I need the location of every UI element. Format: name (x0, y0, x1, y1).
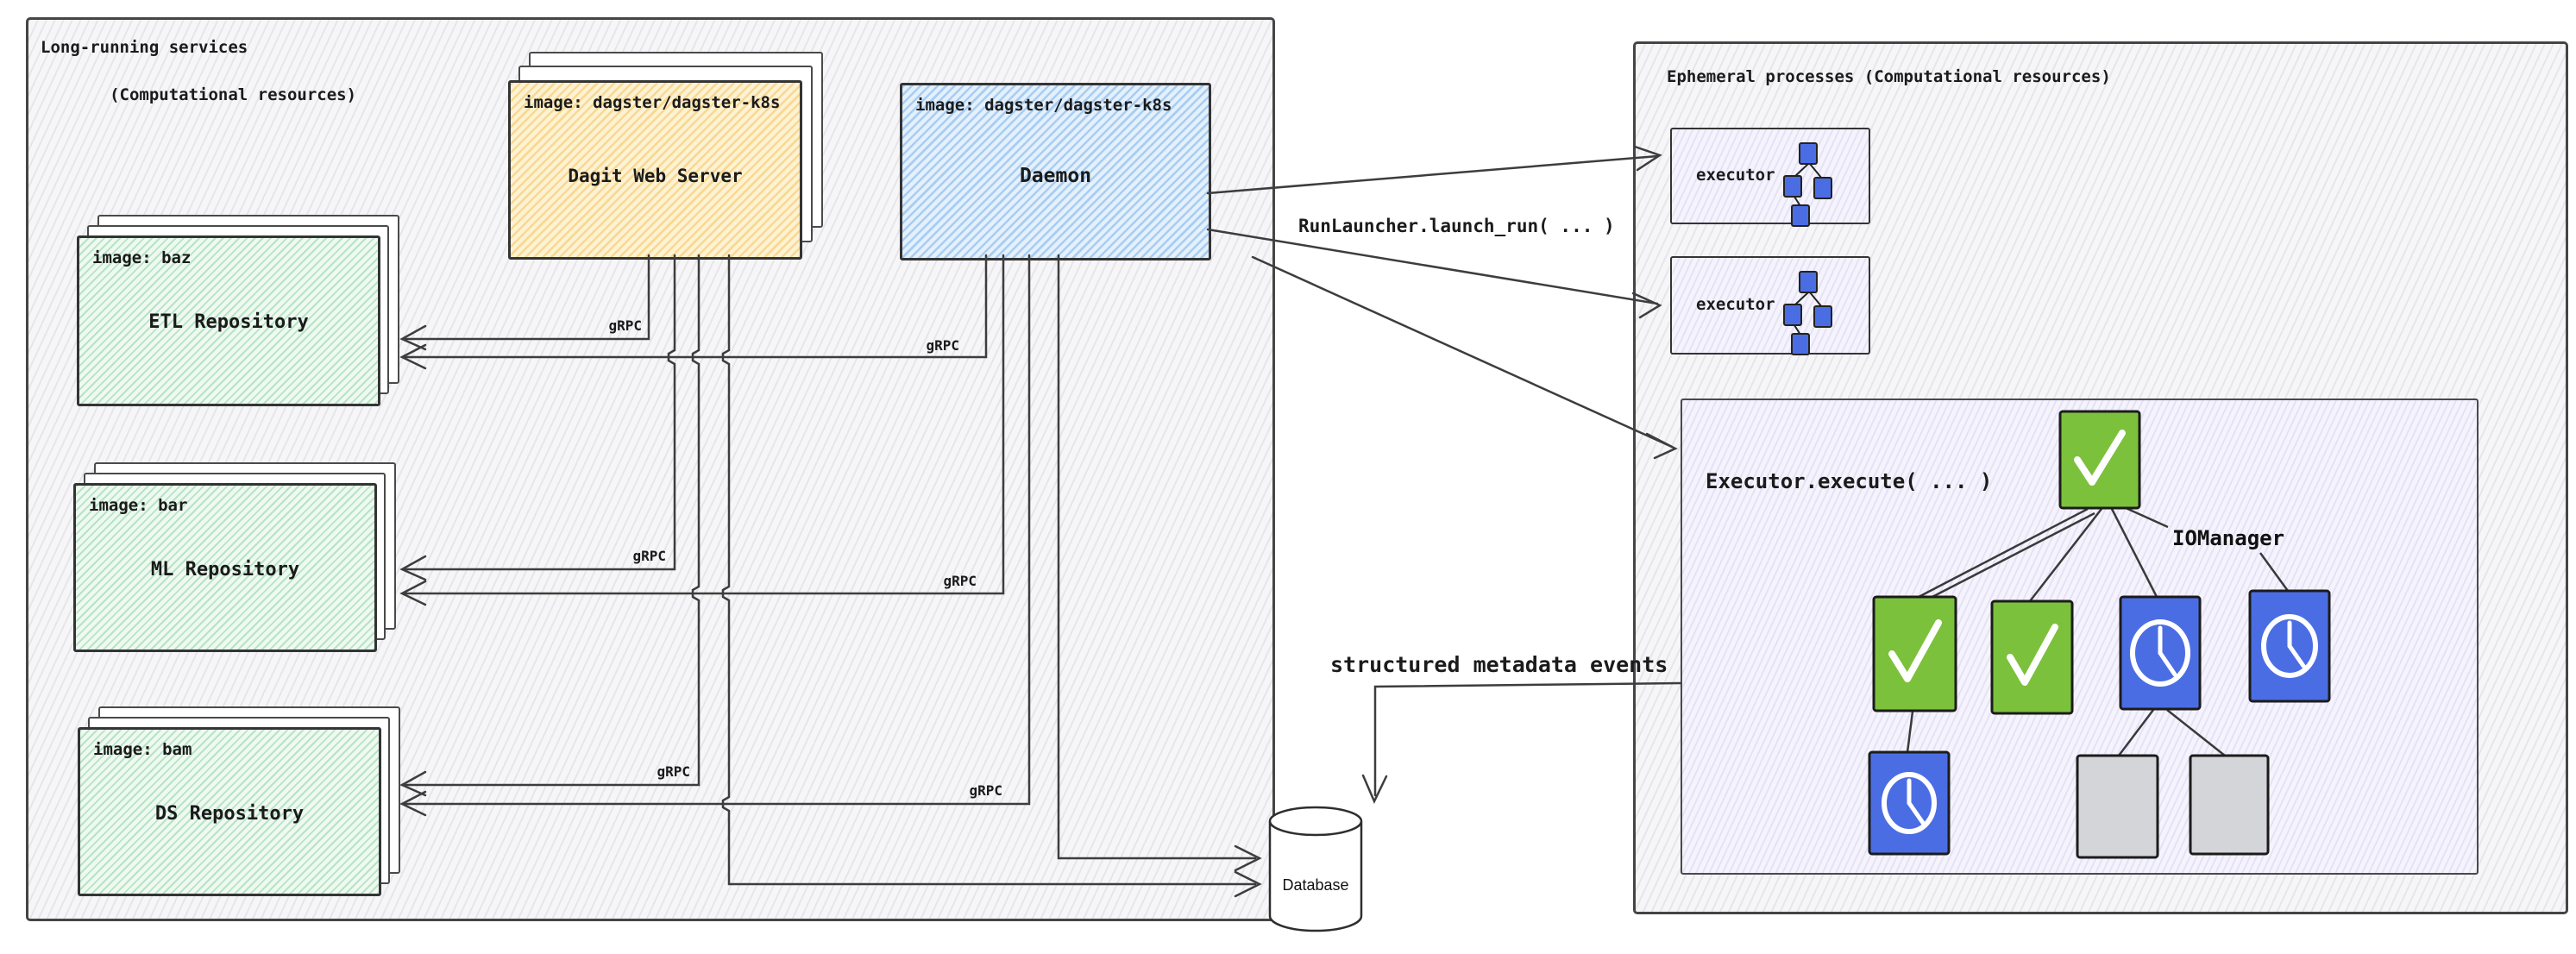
database-top (1268, 806, 1363, 837)
executor-2-label: executor (1696, 295, 1775, 314)
arrow-daemon-executor1 (1206, 154, 1659, 195)
etl-image-header: image: baz (92, 248, 192, 267)
arrow-daemon-executor2 (1206, 228, 1659, 305)
ds-repository-box: image: bam DS Repository (78, 727, 381, 896)
daemon-executor-arrows (1206, 145, 1678, 460)
database-label: Database (1282, 876, 1348, 894)
ml-image-header: image: bar (89, 496, 188, 515)
left-panel-title-line2: (Computational resources) (110, 85, 357, 105)
ds-image-header: image: bam (93, 740, 192, 759)
daemon-box: image: dagster/dagster-k8s Daemon (900, 83, 1211, 260)
dagit-image-header: image: dagster/dagster-k8s (524, 93, 781, 112)
metadata-events-label: structured metadata events (1330, 652, 1668, 677)
executor-execute-title: Executor.execute( ... ) (1706, 469, 1993, 493)
dagit-label: Dagit Web Server (568, 166, 743, 186)
database-body (1268, 821, 1363, 932)
ml-repository-box: image: bar ML Repository (73, 483, 377, 652)
executor-1-label: executor (1696, 166, 1775, 185)
run-launcher-label: RunLauncher.launch_run( ... ) (1298, 216, 1615, 236)
right-panel-title: Ephemeral processes (Computational resou… (1667, 67, 2111, 86)
daemon-image-header: image: dagster/dagster-k8s (915, 96, 1172, 115)
left-panel-title: Long-running services (Computational res… (41, 36, 356, 108)
database-cylinder: Database (1268, 806, 1363, 932)
executor-execute-box: Executor.execute( ... ) (1681, 399, 2479, 875)
arrow-daemon-execute-box (1251, 255, 1674, 449)
dagit-web-server-box: image: dagster/dagster-k8s Dagit Web Ser… (508, 80, 802, 260)
executor-box-1: executor (1670, 128, 1870, 224)
etl-label: ETL Repository (148, 311, 309, 333)
etl-repository-box: image: baz ETL Repository (77, 235, 380, 406)
left-panel-title-line1: Long-running services (41, 38, 248, 57)
executor-box-2: executor (1670, 256, 1870, 355)
ml-label: ML Repository (150, 559, 300, 581)
daemon-label: Daemon (1019, 165, 1092, 187)
ds-label: DS Repository (154, 803, 305, 825)
metadata-arrowhead (1361, 774, 1388, 805)
